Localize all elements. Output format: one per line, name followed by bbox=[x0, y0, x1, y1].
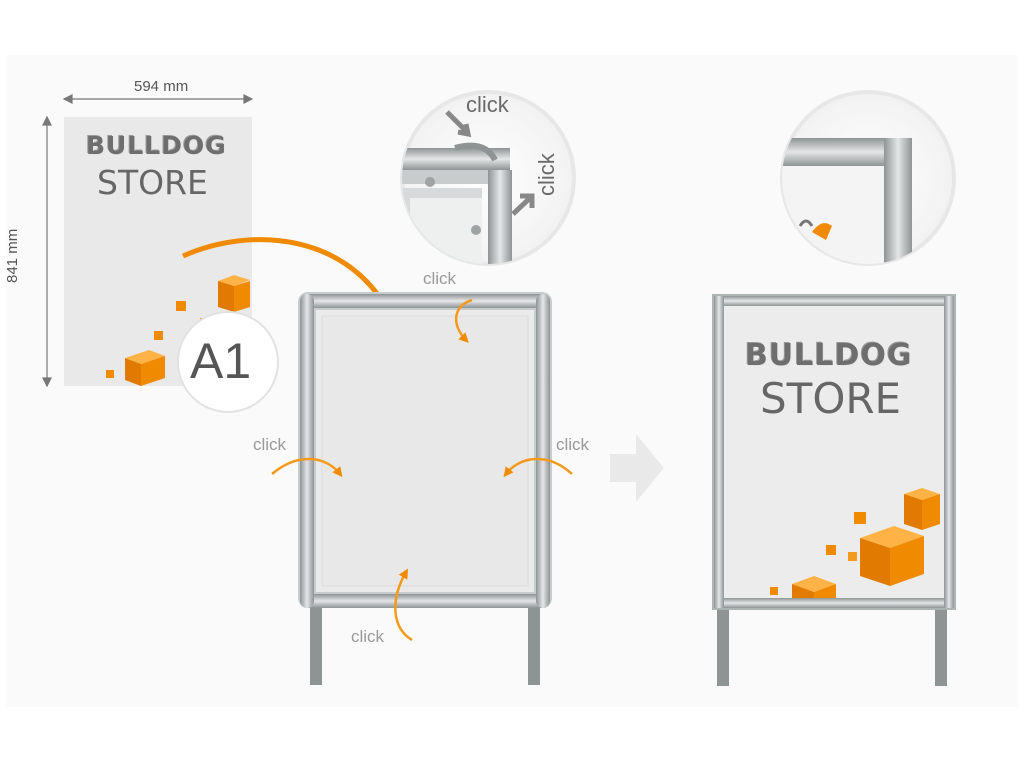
insert-poster-arrow bbox=[181, 237, 395, 320]
zoom-click-label-side: click bbox=[534, 153, 559, 196]
open-frame-stand bbox=[298, 292, 552, 685]
click-label-top: click bbox=[423, 269, 457, 288]
width-dimension-line bbox=[62, 94, 254, 104]
width-dimension-label: 594 mm bbox=[134, 78, 189, 95]
zoom-circle-open-corner bbox=[400, 90, 576, 266]
height-dimension-label: 841 mm bbox=[4, 228, 21, 283]
click-arrows bbox=[271, 298, 573, 642]
stand-poster-cubes bbox=[770, 488, 940, 598]
stand-brand-line1: BULLDOG bbox=[745, 338, 913, 373]
click-label-left: click bbox=[253, 435, 287, 454]
click-label-right: click bbox=[556, 435, 590, 454]
zoom-circle-closed-corner bbox=[780, 90, 956, 266]
a1-badge bbox=[177, 311, 279, 413]
click-label-bottom: click bbox=[351, 627, 385, 646]
a1-badge-label: A1 bbox=[190, 333, 252, 389]
poster-brand-line2: STORE bbox=[97, 163, 208, 202]
height-dimension-line bbox=[42, 115, 52, 388]
poster-cubes bbox=[106, 275, 250, 386]
result-arrow bbox=[610, 434, 664, 502]
zoom-click-label-top: click bbox=[466, 92, 509, 117]
poster-brand-line1: BULLDOG bbox=[86, 131, 227, 160]
stand-brand-line2: STORE bbox=[760, 374, 902, 423]
closed-frame-stand bbox=[712, 294, 956, 686]
